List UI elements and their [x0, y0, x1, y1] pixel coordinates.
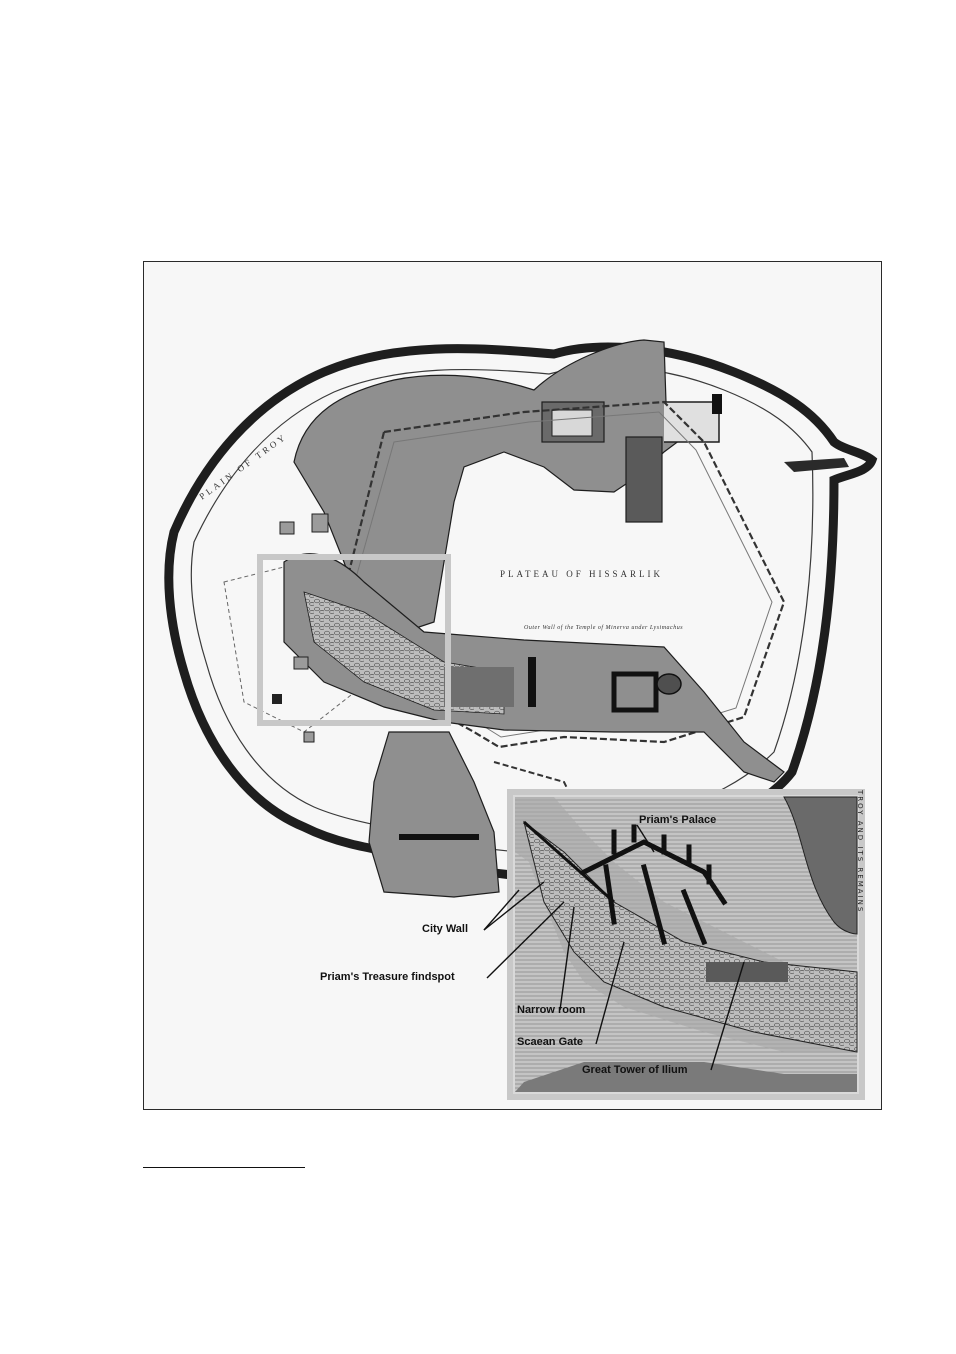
- inset-panel: [507, 789, 865, 1100]
- label-priams-palace: Priam's Palace: [639, 814, 717, 826]
- inset-east-lobe: [783, 796, 858, 935]
- label-city-wall: City Wall: [422, 923, 469, 935]
- plateau-label: PLATEAU OF HISSARLIK: [500, 569, 663, 579]
- label-priams-treasure: Priam's Treasure findspot: [320, 971, 455, 983]
- map-figure: PLAIN OF TROY PLATEAU OF HISSARLIK Outer…: [143, 261, 882, 1110]
- inset-palace-walls: [580, 824, 728, 946]
- south-trench: [368, 731, 500, 898]
- hill-inner-outline: [190, 366, 814, 853]
- label-scaean-gate: Scaean Gate: [517, 1036, 584, 1048]
- city-wall-line: [523, 820, 615, 904]
- side-caption: TROY AND ITS REMAINS: [856, 790, 864, 914]
- inset-frame: [507, 789, 865, 1100]
- highlight-frame: [257, 554, 451, 726]
- east-spur: [784, 458, 849, 472]
- hill-outline: [164, 342, 878, 881]
- excavation-plan: PLAIN OF TROY PLATEAU OF HISSARLIK Outer…: [164, 339, 878, 1100]
- label-narrow-room: Narrow room: [517, 1004, 586, 1016]
- outer-wall-label: Outer Wall of the Temple of Minerva unde…: [524, 624, 683, 631]
- north-trench-shaft: [625, 436, 663, 523]
- label-great-tower: Great Tower of Ilium: [582, 1064, 688, 1076]
- leader-lines: [483, 824, 745, 1071]
- footnote-rule: [143, 1167, 305, 1168]
